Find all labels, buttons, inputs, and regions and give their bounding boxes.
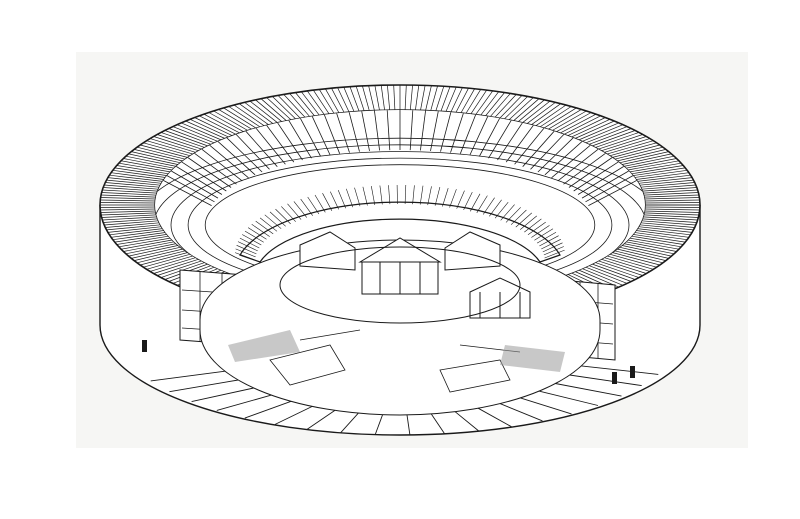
wall-window xyxy=(612,372,617,384)
stone-pavement xyxy=(500,345,565,372)
central-hall xyxy=(299,231,531,319)
ground-floor-rooms xyxy=(150,365,659,435)
inner-courtyard-ring xyxy=(279,246,521,324)
stone-pavement xyxy=(228,330,300,362)
inner-ring-roof xyxy=(234,184,565,263)
wall-window xyxy=(142,340,147,352)
